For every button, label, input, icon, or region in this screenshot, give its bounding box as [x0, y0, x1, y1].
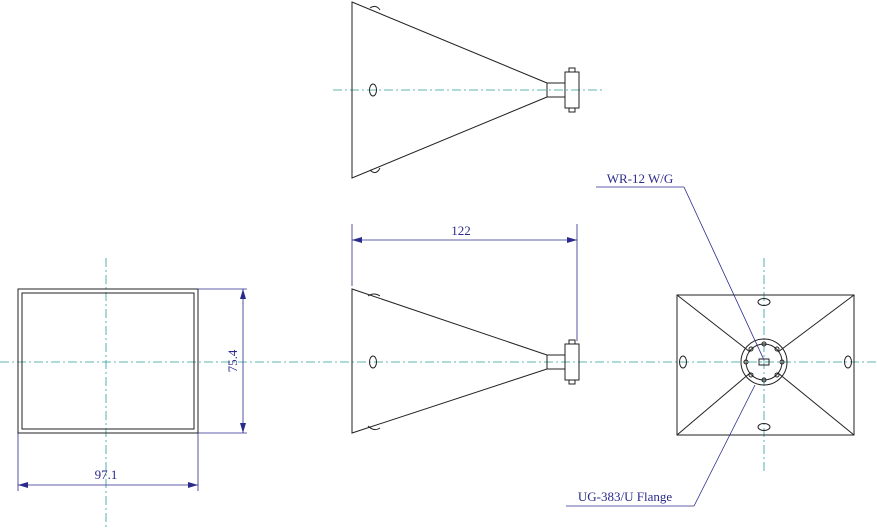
- flange-bolt-hole-7: [748, 372, 754, 378]
- rear-view-edge-top-right: [777, 294, 855, 353]
- length-arrow-left: [352, 237, 362, 243]
- flange-bolt-hole-5: [748, 346, 754, 352]
- rear-view-outline: [676, 294, 855, 436]
- top-view: [333, 1, 603, 179]
- rear-view-hole-top: [757, 298, 771, 306]
- rear-view-hole-right: [844, 355, 852, 369]
- height-arrow-bottom: [240, 423, 246, 433]
- width-dimension-text: 97.1: [95, 467, 118, 482]
- side-view: 122: [0, 223, 877, 434]
- flange-bolt-hole-6: [774, 346, 780, 352]
- flange-bolt-hole-2: [761, 377, 767, 383]
- rear-view-edge-top-left: [676, 294, 751, 353]
- waveguide-callout: WR-12 W/G: [596, 171, 765, 361]
- rear-view-hole-bottom: [757, 423, 771, 431]
- flange-bolt-hole-8: [774, 372, 780, 378]
- top-view-boss-top: [369, 5, 381, 11]
- flange-bolt-hole-3: [743, 359, 749, 365]
- side-view-flange-pin-bottom: [568, 379, 576, 385]
- length-arrow-right: [567, 237, 577, 243]
- length-dimension: 122: [351, 223, 578, 341]
- length-dimension-text: 122: [451, 223, 471, 238]
- flange-label: UG-383/U Flange: [578, 489, 672, 504]
- height-dimension: 75.4: [198, 288, 247, 434]
- width-arrow-right: [188, 482, 198, 488]
- front-view-inner-frame: [21, 292, 195, 430]
- width-dimension: 97.1: [17, 433, 199, 491]
- top-view-mount-hole: [369, 83, 377, 97]
- flange-bolt-hole-1: [761, 341, 767, 347]
- top-view-flange-pin-top: [568, 67, 576, 73]
- rear-view-edge-bottom-right: [777, 372, 855, 436]
- side-view-flange-pin-top: [568, 339, 576, 345]
- top-view-flange-pin-bottom: [568, 107, 576, 113]
- flange-bolt-circle: [745, 343, 783, 381]
- waveguide-aperture: [758, 358, 770, 366]
- side-view-boss-top: [367, 293, 381, 297]
- flange-bolt-hole-4: [779, 359, 785, 365]
- flange-face: [740, 338, 788, 386]
- front-view-outer-frame: [17, 288, 199, 434]
- width-arrow-left: [18, 482, 28, 488]
- waveguide-leader: [683, 186, 765, 361]
- flange-leader: [693, 384, 756, 507]
- rear-view: WR-12 W/G UG-383/U Flange: [566, 171, 855, 507]
- rear-view-edge-bottom-left: [676, 372, 751, 436]
- waveguide-label: WR-12 W/G: [607, 171, 674, 186]
- height-dimension-text: 75.4: [225, 349, 240, 372]
- rear-view-hole-left: [679, 355, 687, 369]
- front-view: 75.4 97.1: [17, 258, 247, 528]
- top-view-horn: [351, 1, 548, 179]
- flange-outer-circle: [740, 338, 788, 386]
- flange-callout: UG-383/U Flange: [566, 384, 756, 507]
- top-view-boss-bottom: [369, 167, 381, 174]
- side-view-mount-hole: [369, 355, 377, 369]
- height-arrow-top: [240, 289, 246, 299]
- side-view-boss-bottom: [367, 425, 381, 431]
- side-view-horn: [351, 288, 548, 434]
